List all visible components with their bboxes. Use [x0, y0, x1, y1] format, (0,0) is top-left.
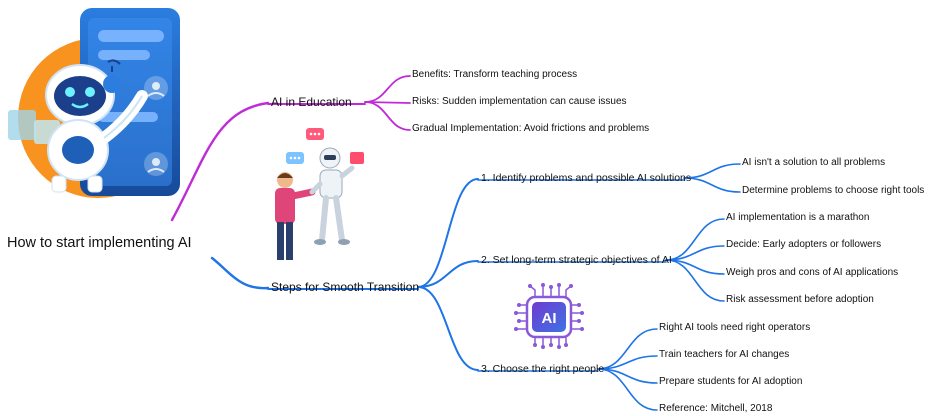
branch-steps-for-smooth-transition: Steps for Smooth Transition [271, 280, 420, 294]
connector-step1-leaf2 [683, 177, 741, 193]
connector-step1-leaf1 [683, 163, 741, 179]
leaf-reference: Reference: Mitchell, 2018 [659, 403, 773, 414]
leaf-ai-not-solution: AI isn't a solution to all problems [742, 157, 886, 168]
ai-chip-label: AI [542, 310, 557, 327]
root-topic: How to start implementing AI [7, 235, 192, 251]
leaf-determine-problems: Determine problems to choose right tools [742, 185, 925, 196]
connector-steps-step3 [417, 286, 479, 371]
connector-step3-leaf4 [597, 368, 658, 411]
leaf-early-adopters: Decide: Early adopters or followers [726, 239, 882, 250]
connector-edu-risks [364, 101, 411, 104]
connector-root-ai-education [170, 101, 270, 222]
leaf-benefits: Benefits: Transform teaching process [412, 69, 578, 80]
connector-edu-benefits [364, 75, 411, 103]
leaf-prepare-students: Prepare students for AI adoption [659, 376, 803, 387]
ai-chip-icon: AI [514, 283, 584, 349]
connector-steps-step1 [417, 178, 479, 288]
leaf-right-operators: Right AI tools need right operators [659, 322, 811, 333]
step-3-right-people: 3. Choose the right people [481, 363, 605, 375]
connector-step2-leaf4 [665, 259, 725, 302]
connector-root-steps [210, 256, 270, 290]
step-1-identify-problems: 1. Identify problems and possible AI sol… [481, 172, 692, 184]
leaf-risks: Risks: Sudden implementation can cause i… [412, 96, 627, 107]
leaf-train-teachers: Train teachers for AI changes [659, 349, 790, 360]
branch-ai-in-education: AI in Education [271, 95, 352, 109]
human-robot-handshake-illustration [275, 128, 364, 260]
leaf-risk-assessment: Risk assessment before adoption [726, 294, 874, 305]
leaf-marathon: AI implementation is a marathon [726, 212, 870, 223]
mind-map-connectors [170, 75, 741, 411]
connector-steps-step2 [417, 260, 479, 288]
leaf-gradual-implementation: Gradual Implementation: Avoid frictions … [412, 123, 650, 134]
connector-edu-gradual [364, 101, 411, 131]
leaf-pros-cons: Weigh pros and cons of AI applications [726, 267, 899, 278]
robot-phone-illustration [8, 8, 180, 198]
step-2-strategic-objectives: 2. Set long-term strategic objectives of… [481, 254, 672, 266]
